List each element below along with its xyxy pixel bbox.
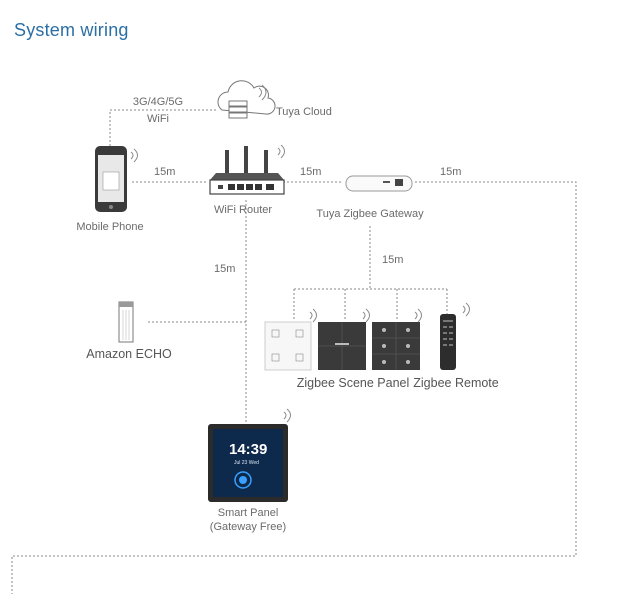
gateway-label: Tuya Zigbee Gateway: [316, 208, 424, 220]
wire-phone-cloud: [109, 109, 218, 146]
smart-panel-date: Jul 23 Wed: [234, 460, 259, 466]
wifi-label: WiFi: [147, 113, 169, 125]
zigbee-remote-icon: [440, 302, 470, 370]
distance-router-down: 15m: [214, 263, 236, 275]
page-title: System wiring: [14, 20, 129, 40]
cloud-label: Tuya Cloud: [276, 106, 332, 118]
network-label: 3G/4G/5G: [132, 96, 184, 108]
cloud-icon: [217, 80, 276, 119]
router-label: WiFi Router: [213, 204, 273, 216]
smart-panel-icon: [208, 408, 291, 502]
mobile-phone-icon: [95, 146, 138, 212]
distance-gateway-right: 15m: [440, 166, 462, 178]
remote-label: Zigbee Remote: [413, 376, 499, 390]
white-scene-panel-icon: [264, 308, 317, 371]
distance-phone-router: 15m: [154, 166, 176, 178]
distance-gateway-devices: 15m: [382, 254, 404, 266]
smart-panel-time: 14:39: [229, 441, 268, 458]
smart-panel-sublabel: (Gateway Free): [209, 521, 287, 533]
phone-label: Mobile Phone: [76, 221, 144, 233]
dark-scene-panel-6key-icon: [372, 308, 422, 370]
wifi-router-icon: [209, 144, 285, 195]
dark-scene-panel-icon: [318, 308, 370, 370]
smart-panel-label: Smart Panel: [217, 507, 279, 519]
amazon-echo-icon: [118, 301, 134, 343]
echo-label: Amazon ECHO: [86, 347, 172, 361]
distance-router-gateway: 15m: [300, 166, 322, 178]
zigbee-gateway-icon: [345, 175, 413, 192]
scene-panel-label: Zigbee Scene Panel: [296, 376, 410, 390]
